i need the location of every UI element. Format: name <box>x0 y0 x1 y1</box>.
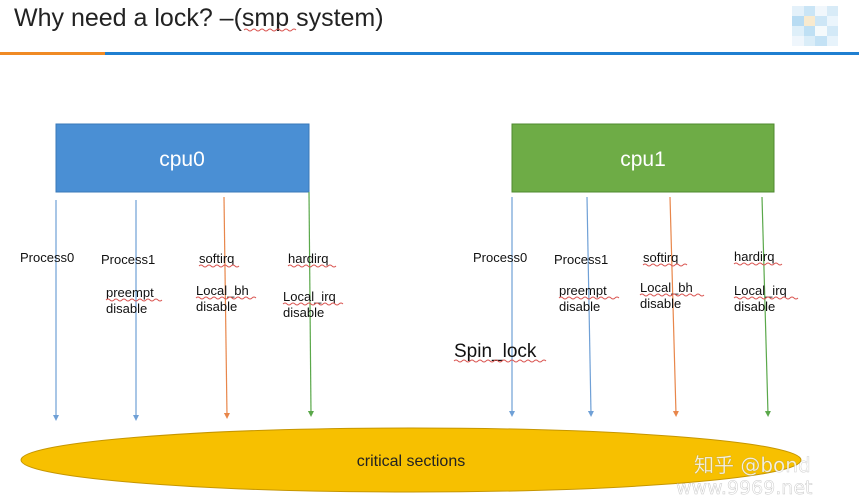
spellcheck-squiggle <box>287 264 337 268</box>
cpu0-box <box>55 123 310 193</box>
cpu1-softirq-arrow <box>669 196 679 417</box>
cpu1-process1-arrow <box>586 196 594 417</box>
cpu0-disable-label-1: disable <box>106 301 147 316</box>
zhihu-watermark: 知乎 @bond <box>694 453 811 477</box>
cpu0-localbh-label: Local_bh <box>196 283 249 298</box>
cpu1-disable-label-2: disable <box>640 296 681 311</box>
spellcheck-squiggle <box>105 298 163 302</box>
cpu0-softirq-label: softirq <box>199 251 234 266</box>
critical-sections-ellipse <box>20 427 802 493</box>
cpu1-disable-label-1: disable <box>559 299 600 314</box>
spellcheck-squiggle <box>282 302 344 306</box>
cpu0-label: cpu0 <box>159 148 205 171</box>
cpu0-preempt-label: preempt <box>106 285 154 300</box>
cpu1-group: cpu1 Process0 Process1 preempt disable s… <box>453 123 799 417</box>
spellcheck-squiggle <box>733 262 783 266</box>
critical-sections-label: critical sections <box>357 453 465 470</box>
cpu1-disable-label-3: disable <box>734 299 775 314</box>
cpu0-softirq-arrow <box>223 196 230 419</box>
spellcheck-squiggle <box>558 296 620 300</box>
title-underline-orange <box>0 52 105 55</box>
cpu1-softirq-label: softirq <box>643 250 678 265</box>
spellcheck-squiggle <box>639 293 705 297</box>
cpu1-localbh-label: Local_bh <box>640 280 693 295</box>
spellcheck-squiggle <box>453 359 547 363</box>
slide-title: Why need a lock? –(smp system) <box>14 4 384 32</box>
spin-lock-label: Spin_lock <box>454 341 537 362</box>
site-watermark: www.9969.net <box>676 477 813 499</box>
spellcheck-squiggle <box>733 296 799 300</box>
title-underline-blue <box>105 52 859 55</box>
cpu1-process0-label: Process0 <box>473 250 527 265</box>
spellcheck-squiggle <box>243 28 297 32</box>
cpu0-process1-label: Process1 <box>101 252 155 267</box>
blurred-logo-icon <box>792 6 838 46</box>
cpu0-disable-label-3: disable <box>283 305 324 320</box>
cpu1-localirq-label: Local_irq <box>734 283 787 298</box>
cpu1-label: cpu1 <box>620 148 666 171</box>
cpu1-hardirq-arrow <box>761 196 771 417</box>
spellcheck-squiggle <box>195 296 257 300</box>
cpu1-preempt-label: preempt <box>559 283 607 298</box>
cpu1-process1-label: Process1 <box>554 252 608 267</box>
spellcheck-squiggle <box>642 263 688 267</box>
cpu0-hardirq-label: hardirq <box>288 251 328 266</box>
cpu0-group: cpu0 Process0 Process1 preempt disable s… <box>20 123 344 421</box>
cpu0-disable-label-2: disable <box>196 299 237 314</box>
cpu0-localirq-label: Local_irq <box>283 289 336 304</box>
cpu1-box <box>511 123 775 193</box>
cpu0-process0-label: Process0 <box>20 250 74 265</box>
cpu1-hardirq-label: hardirq <box>734 249 774 264</box>
spellcheck-squiggle <box>198 264 240 268</box>
